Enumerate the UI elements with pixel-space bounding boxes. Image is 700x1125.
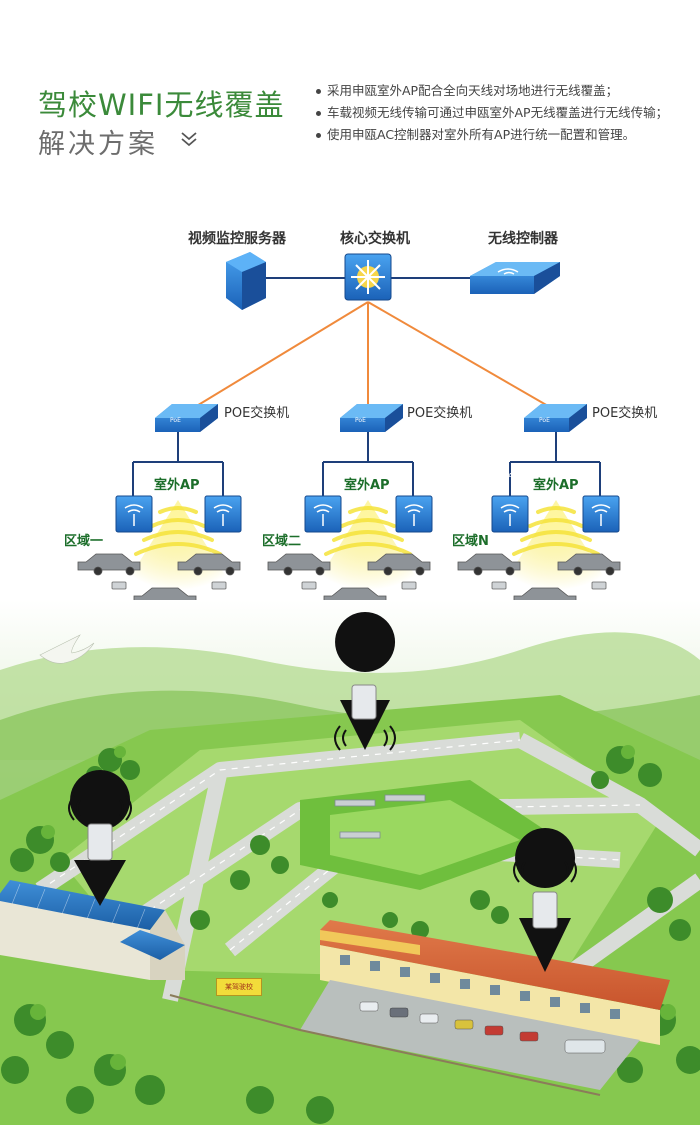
core-switch-icon xyxy=(344,253,392,301)
link-line xyxy=(189,301,369,411)
location-pin-icon xyxy=(334,612,396,751)
location-pin-icon xyxy=(513,828,577,972)
page-title: 驾校WIFI无线覆盖 xyxy=(38,88,285,122)
camera-icon xyxy=(111,581,127,590)
zone-label: 区域二 xyxy=(262,534,302,549)
network-diagram: 视频监控服务器 核心交换机 无线控制器 AC PoE PoE PoE POE交换… xyxy=(0,190,700,660)
ap-label: 室外AP xyxy=(533,478,579,493)
wireless-controller-icon xyxy=(470,262,560,294)
car-icon xyxy=(367,553,431,576)
bird-icon xyxy=(39,634,95,664)
camera-icon xyxy=(591,581,607,590)
camera-icon xyxy=(301,581,317,590)
wireless-controller-label: 无线控制器 xyxy=(488,231,558,247)
camera-icon xyxy=(211,581,227,590)
poe-badge: PoE xyxy=(539,417,550,424)
outdoor-ap-icon xyxy=(582,495,620,533)
outdoor-ap-icon xyxy=(395,495,433,533)
page-subtitle: 解决方案 xyxy=(38,129,158,160)
camera-icon xyxy=(401,581,417,590)
feature-item: 使用申瓯AC控制器对室外所有AP进行统一配置和管理。 xyxy=(316,124,668,146)
ap-label: 室外AP xyxy=(154,478,200,493)
car-icon xyxy=(77,553,141,576)
warehouse-building xyxy=(0,880,185,980)
feature-list: 采用申瓯室外AP配合全向天线对场地进行无线覆盖； 车载视频无线传输可通过申瓯室外… xyxy=(316,80,668,146)
car-icon xyxy=(457,553,521,576)
outdoor-ap-icon xyxy=(204,495,242,533)
core-switch-label: 核心交换机 xyxy=(340,231,410,247)
outdoor-ap-icon xyxy=(304,495,342,533)
camera-icon xyxy=(491,581,507,590)
video-server-label: 视频监控服务器 xyxy=(188,231,286,247)
outdoor-ap-icon xyxy=(491,495,529,533)
training-ground-illustration xyxy=(0,600,700,1125)
office-building xyxy=(320,920,670,1045)
link-line xyxy=(367,301,556,411)
poe-switch-icon xyxy=(155,404,218,432)
feature-item: 采用申瓯室外AP配合全向天线对场地进行无线覆盖； xyxy=(316,80,668,102)
car-icon xyxy=(267,553,331,576)
poe-badge: PoE xyxy=(355,417,366,424)
poe-switch-label: POE交换机 xyxy=(224,406,290,421)
poe-badge: PoE xyxy=(170,417,181,424)
chevron-down-icon xyxy=(181,132,197,147)
feature-item: 车载视频无线传输可通过申瓯室外AP无线覆盖进行无线传输； xyxy=(316,102,668,124)
header: 驾校WIFI无线覆盖 解决方案 采用申瓯室外AP配合全向天线对场地进行无线覆盖；… xyxy=(0,0,700,190)
ac-badge: AC xyxy=(508,472,518,480)
school-sign: 某驾驶校 xyxy=(216,978,262,996)
ap-label: 室外AP xyxy=(344,478,390,493)
poe-switch-label: POE交换机 xyxy=(407,406,473,421)
car-icon xyxy=(557,553,621,576)
server-icon xyxy=(226,252,266,310)
poe-switch-icon xyxy=(340,404,403,432)
parked-car xyxy=(359,1001,606,1054)
poe-switch-icon xyxy=(524,404,587,432)
poe-switch-label: POE交换机 xyxy=(592,406,658,421)
outdoor-ap-icon xyxy=(115,495,153,533)
car-icon xyxy=(177,553,241,576)
zone-label: 区域一 xyxy=(64,534,104,549)
location-pin-icon xyxy=(68,770,132,906)
zone-label: 区域N xyxy=(452,534,489,549)
